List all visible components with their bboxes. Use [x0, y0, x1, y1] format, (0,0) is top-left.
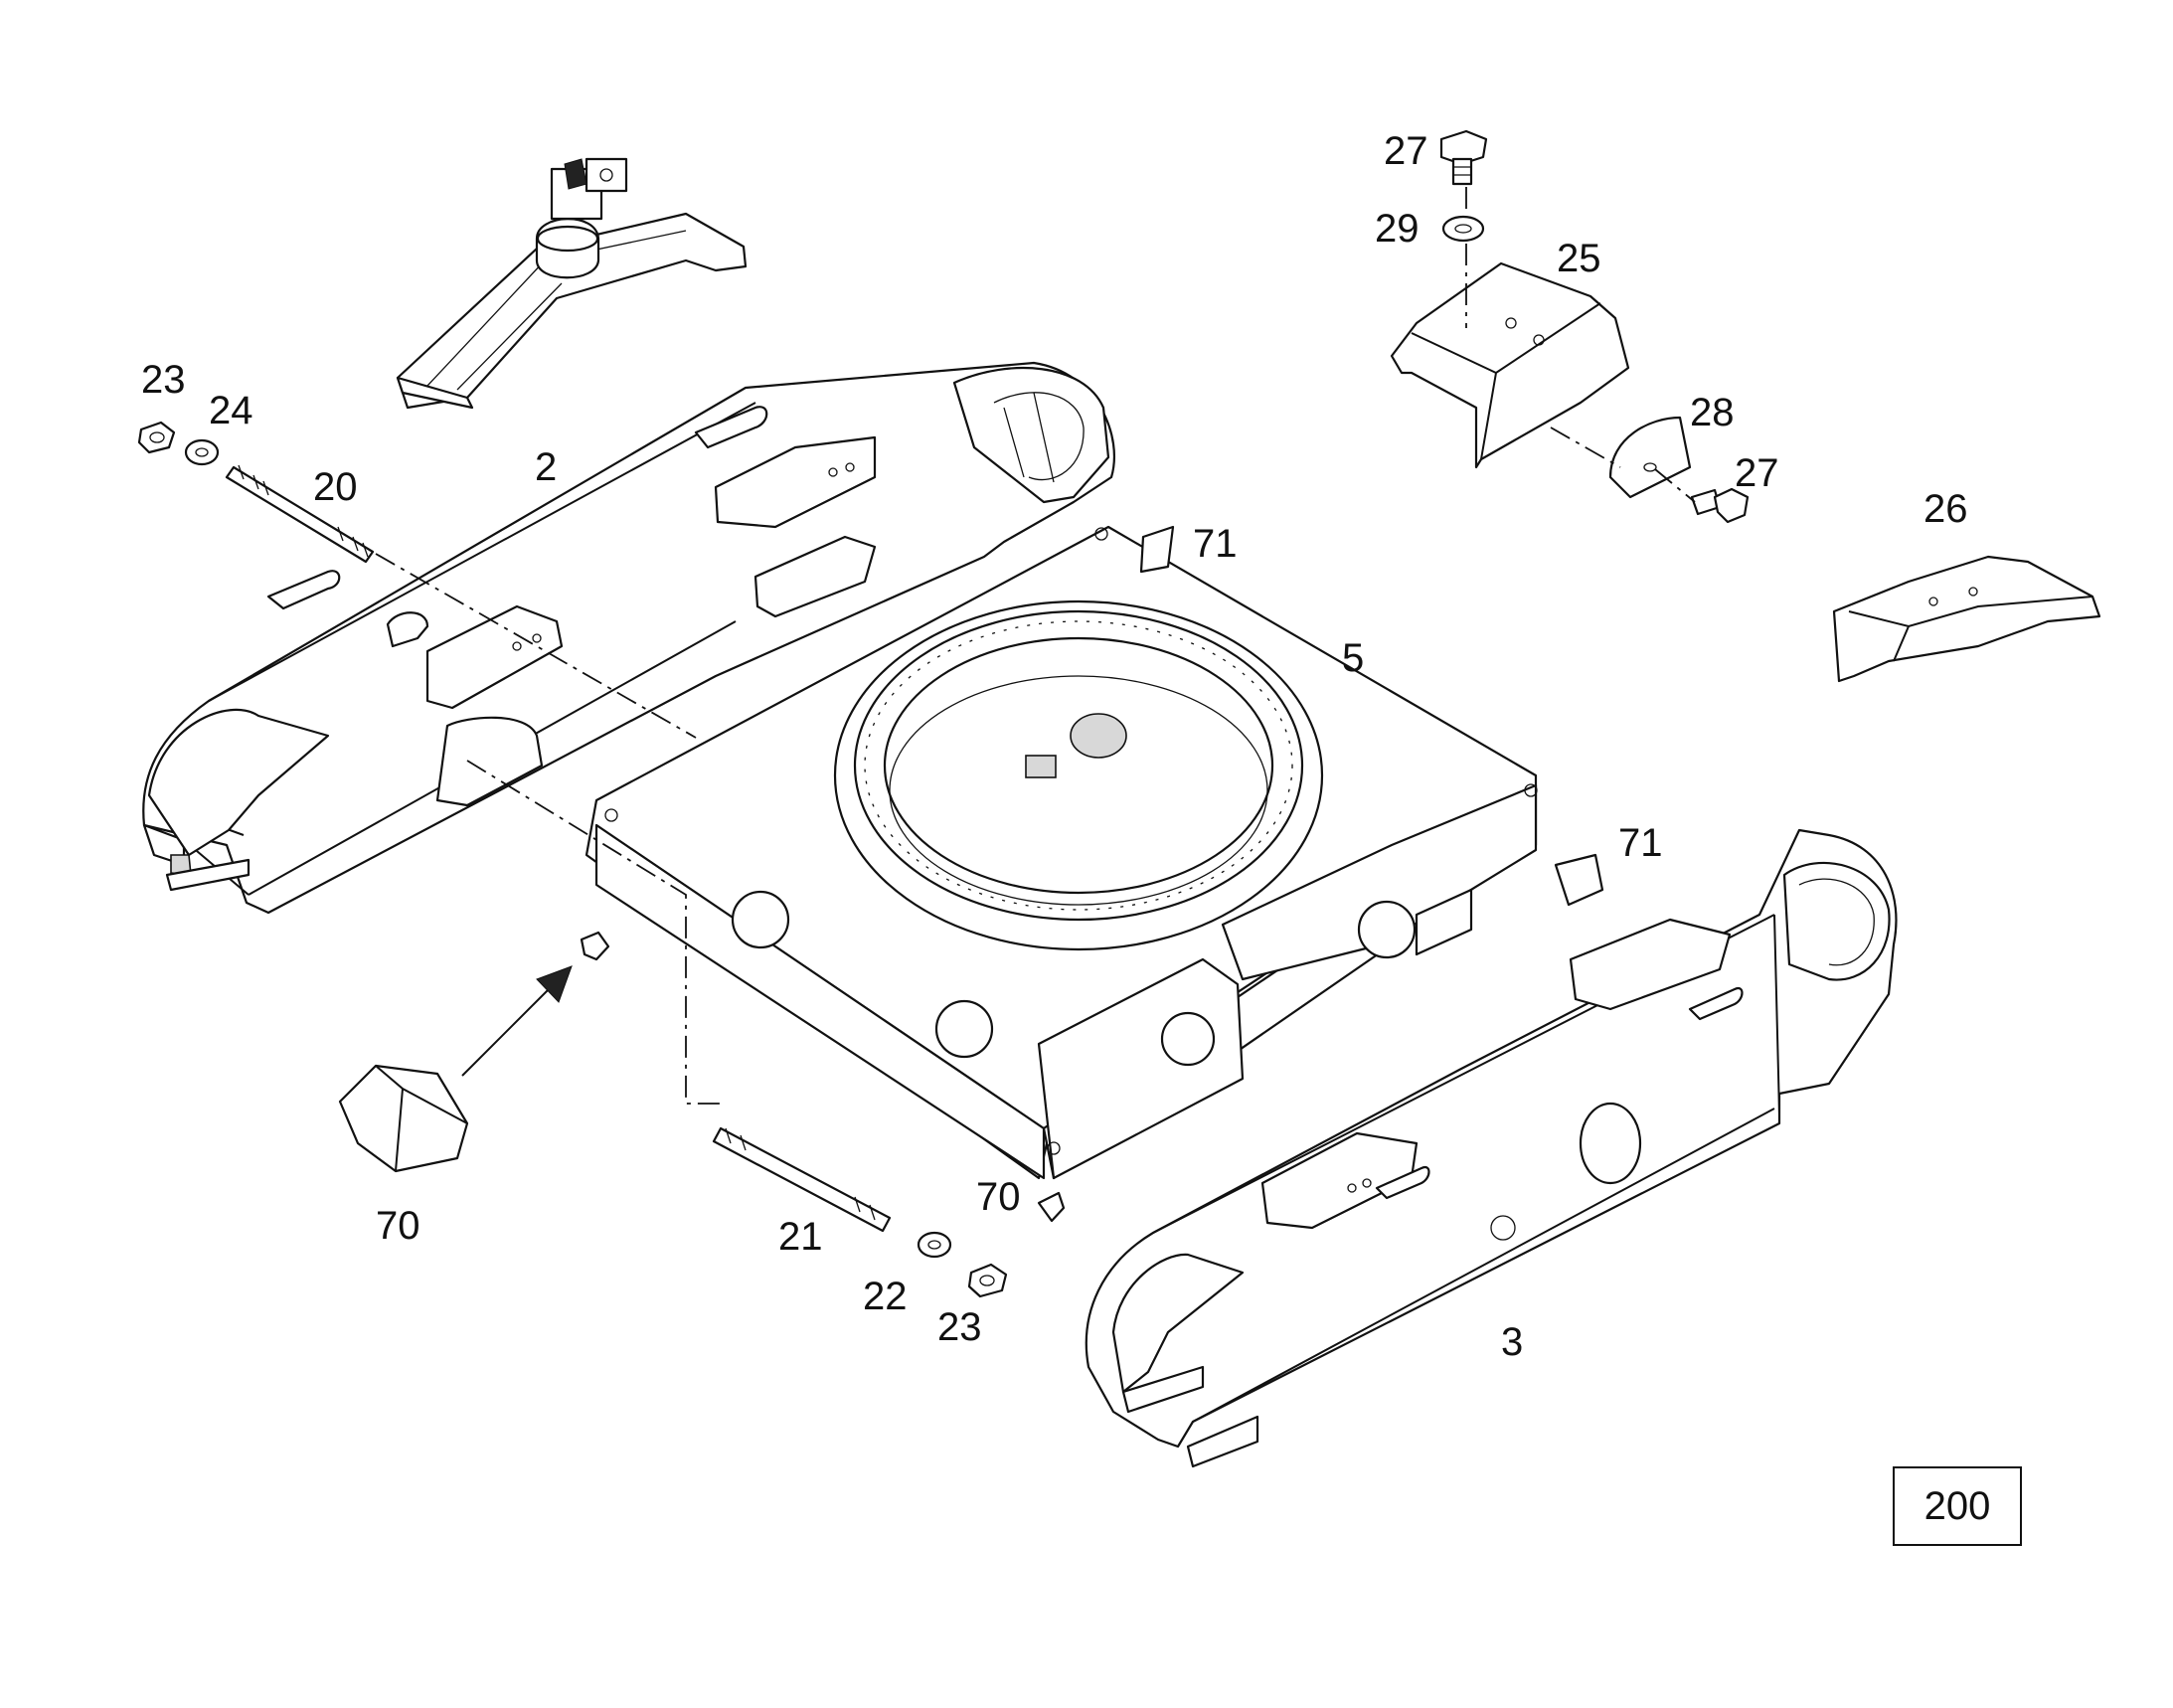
callout-2: 2	[535, 445, 558, 489]
callout-23-top: 23	[141, 358, 186, 402]
callout-22: 22	[863, 1275, 908, 1318]
right-track-frame	[1085, 828, 1898, 1468]
pad-71-right	[1554, 853, 1604, 907]
callout-71-right: 71	[1618, 821, 1663, 865]
page-number-box: 200	[1893, 1466, 2022, 1546]
bolt-21	[712, 1126, 892, 1233]
pad-70-small-right	[1037, 1191, 1066, 1223]
pad-70-small-left	[580, 931, 610, 961]
detail-arrow	[461, 965, 573, 1077]
washer-24	[184, 438, 220, 466]
left-track-frame	[142, 361, 1115, 915]
callout-26: 26	[1923, 487, 1968, 531]
callout-20: 20	[313, 465, 358, 509]
washer-29	[1441, 215, 1485, 243]
center-frame	[585, 525, 1538, 1180]
callout-25: 25	[1557, 237, 1601, 280]
callout-71-top: 71	[1193, 522, 1238, 566]
callout-24: 24	[209, 389, 253, 432]
callout-5: 5	[1342, 636, 1365, 680]
assembly-lines	[375, 187, 1696, 1105]
bolt-27-right	[1690, 487, 1750, 524]
callout-3: 3	[1501, 1320, 1524, 1364]
nut-23-bottom	[967, 1263, 1008, 1298]
callout-29: 29	[1375, 207, 1420, 251]
callout-70-large: 70	[376, 1204, 420, 1248]
callout-28: 28	[1690, 391, 1735, 434]
callout-70-small: 70	[976, 1175, 1021, 1219]
bolt-27-top	[1439, 129, 1488, 186]
callout-27-right: 27	[1735, 451, 1779, 495]
nut-23-top	[137, 421, 176, 454]
page-number: 200	[1923, 1483, 1991, 1528]
pad-70-large	[338, 1064, 469, 1173]
drive-motor-assembly	[396, 157, 748, 410]
pad-71-top	[1139, 525, 1175, 574]
cover-25	[1390, 261, 1630, 469]
callout-27-top: 27	[1384, 129, 1428, 173]
washer-22	[917, 1231, 952, 1259]
plate-28	[1608, 416, 1692, 499]
cover-26	[1832, 555, 2101, 683]
bolt-20	[225, 464, 375, 564]
callout-21: 21	[778, 1215, 823, 1259]
callout-23-bottom: 23	[937, 1305, 982, 1349]
